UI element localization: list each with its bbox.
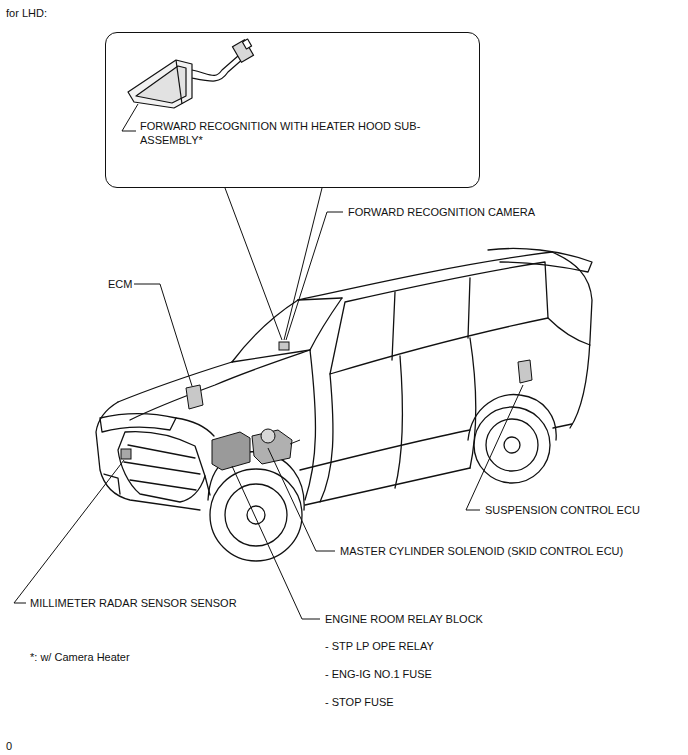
vehicle-outline (96, 402, 200, 510)
vehicle-outline (210, 469, 302, 561)
part-label: ENGINE ROOM RELAY BLOCK (325, 612, 483, 626)
vehicle-outline (225, 484, 287, 546)
leader-lines (268, 448, 335, 551)
component-marks (186, 385, 203, 409)
vehicle-outline (474, 407, 550, 483)
leader-lines (232, 466, 320, 619)
vehicle-outline (468, 278, 470, 338)
vehicle-outline (300, 430, 470, 470)
camera-hood-illustration (128, 60, 192, 108)
component-marks (518, 360, 532, 383)
camera-hood-illustration (176, 60, 182, 104)
leader-lines (286, 212, 343, 340)
component-marks (252, 430, 292, 464)
vehicle-outline (232, 350, 310, 362)
camera-hood-illustration (136, 66, 186, 103)
vehicle-outline (118, 432, 205, 502)
camera-hood-illustration (242, 39, 251, 49)
camera-hood-illustration (232, 40, 253, 63)
vehicle-outline (392, 292, 395, 360)
vehicle-outline (330, 262, 548, 374)
leader-lines (466, 385, 523, 510)
vehicle-outline (100, 414, 176, 433)
vehicle-outline (124, 445, 200, 490)
vehicle-outline (118, 362, 232, 402)
footnote: *: w/ Camera Heater (30, 650, 130, 664)
vehicle-outline (104, 474, 120, 494)
leader-lines (134, 284, 192, 386)
vehicle-outline (395, 356, 402, 488)
vehicle-outline (130, 350, 310, 420)
leader-lines (14, 460, 124, 603)
leader-lines (122, 104, 138, 131)
component-marks (121, 449, 131, 459)
vehicle-outline (486, 419, 538, 471)
leader-lines (14, 104, 523, 619)
part-label: MILLIMETER RADAR SENSOR SENSOR (30, 596, 237, 610)
vehicle-outline (552, 252, 592, 428)
component-marks (121, 342, 532, 470)
page-number: 0 (6, 739, 12, 753)
part-label: FORWARD RECOGNITION WITH HEATER HOOD SUB… (140, 119, 425, 147)
sub-item: - ENG-IG NO.1 FUSE (325, 667, 432, 681)
heading: for LHD: (6, 6, 47, 20)
camera-hood-illustration (192, 58, 244, 81)
part-label: SUSPENSION CONTROL ECU (485, 503, 640, 517)
camera-hood-illustration (192, 56, 238, 75)
component-marks (290, 440, 300, 444)
component-marks (279, 342, 289, 350)
component-marks (261, 429, 275, 443)
vehicle-outline (205, 476, 210, 495)
vehicle-outline (247, 506, 265, 524)
vehicle-outline (298, 298, 342, 300)
sub-item: - STOP FUSE (325, 695, 394, 709)
vehicle-outline (468, 395, 556, 440)
leader-lines (284, 188, 322, 340)
callout-box: FORWARD RECOGNITION WITH HEATER HOOD SUB… (105, 32, 480, 188)
part-label: ECM (108, 277, 132, 291)
vehicle-outline (176, 418, 214, 436)
vehicle-outline (548, 318, 590, 345)
component-marks (212, 432, 250, 470)
vehicle-outline (305, 468, 470, 505)
vehicle-outline (232, 300, 298, 362)
vehicle-outline (298, 252, 552, 300)
sub-item: - STP LP OPE RELAY (325, 639, 434, 653)
part-label: MASTER CYLINDER SOLENOID (SKID CONTROL E… (340, 544, 623, 558)
camera-hood-illustration (128, 39, 254, 108)
vehicle-outline (504, 437, 520, 453)
vehicle-outline (470, 338, 476, 468)
part-label: FORWARD RECOGNITION CAMERA (348, 205, 535, 219)
leader-lines (225, 188, 282, 340)
vehicle-outline (320, 374, 333, 502)
vehicle-outline (305, 350, 315, 500)
